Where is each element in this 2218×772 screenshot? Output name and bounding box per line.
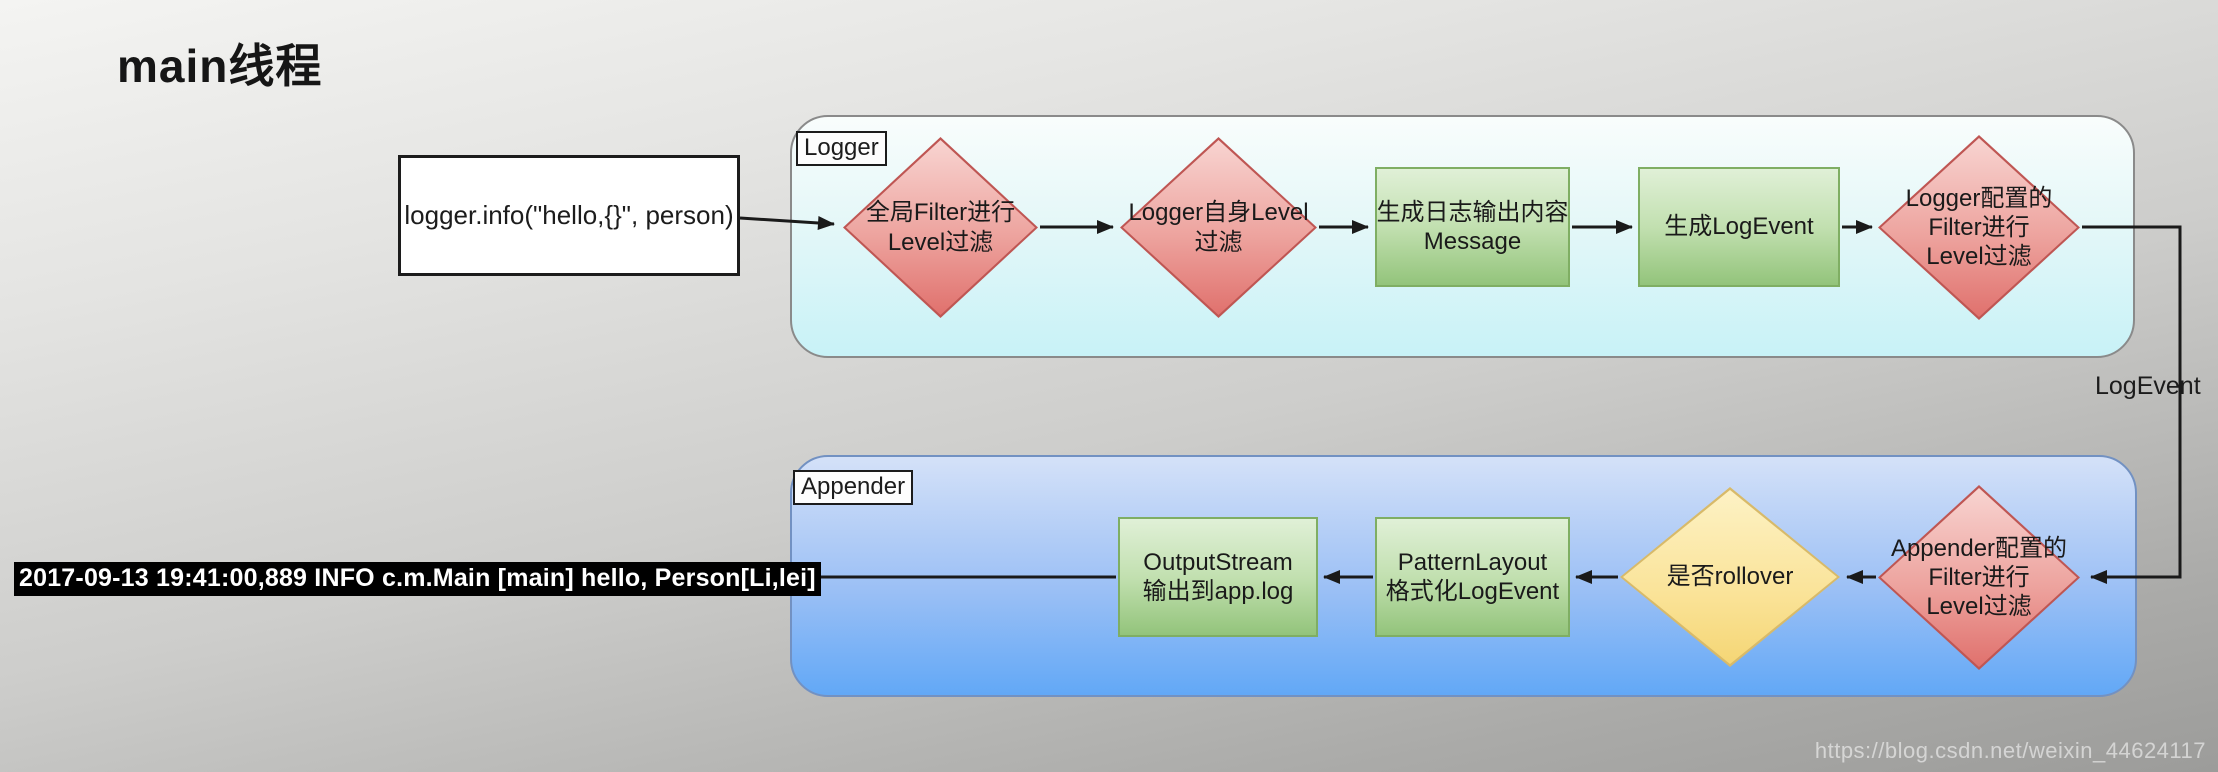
outputstream-label: OutputStream 输出到app.log — [1142, 548, 1294, 605]
arrow-logger-filter-to-appender-filter — [2082, 225, 2182, 584]
arrow-codebox-to-global-filter — [739, 215, 835, 230]
global-filter-label: 全局Filter进行 Level过滤 — [865, 199, 1016, 256]
page-title: main线程 — [117, 40, 323, 92]
appender-config-filter-label: Appender配置的 Filter进行 Level过滤 — [1890, 534, 2068, 621]
logger-self-level-label: Logger自身Level 过滤 — [1128, 199, 1309, 256]
logger-config-filter-diamond: Logger配置的 Filter进行 Level过滤 — [1878, 135, 2080, 320]
generate-logevent-rect: 生成LogEvent — [1638, 167, 1840, 287]
appender-config-filter-diamond: Appender配置的 Filter进行 Level过滤 — [1878, 485, 2080, 670]
logger-config-filter-label: Logger配置的 Filter进行 Level过滤 — [1905, 184, 2053, 271]
generate-message-label: 生成日志输出内容 Message — [1376, 198, 1569, 255]
log-output-line: 2017-09-13 19:41:00,889 INFO c.m.Main [m… — [14, 562, 821, 596]
logger-label: Logger — [796, 131, 887, 166]
patternlayout-rect: PatternLayout 格式化LogEvent — [1375, 517, 1570, 637]
code-box: logger.info("hello,{}", person) — [398, 155, 740, 276]
generate-logevent-label: 生成LogEvent — [1664, 213, 1814, 241]
generate-message-rect: 生成日志输出内容 Message — [1375, 167, 1570, 287]
outputstream-rect: OutputStream 输出到app.log — [1118, 517, 1318, 637]
patternlayout-label: PatternLayout 格式化LogEvent — [1385, 548, 1560, 605]
appender-label: Appender — [793, 470, 914, 505]
rollover-label: 是否rollover — [1666, 563, 1794, 591]
code-box-text: logger.info("hello,{}", person) — [404, 200, 734, 230]
rollover-diamond: 是否rollover — [1620, 487, 1840, 667]
watermark: https://blog.csdn.net/weixin_44624117 — [1814, 738, 2206, 763]
global-filter-diamond: 全局Filter进行 Level过滤 — [843, 137, 1038, 318]
logevent-edge-label: LogEvent — [2095, 372, 2201, 400]
logger-self-level-diamond: Logger自身Level 过滤 — [1120, 137, 1317, 318]
